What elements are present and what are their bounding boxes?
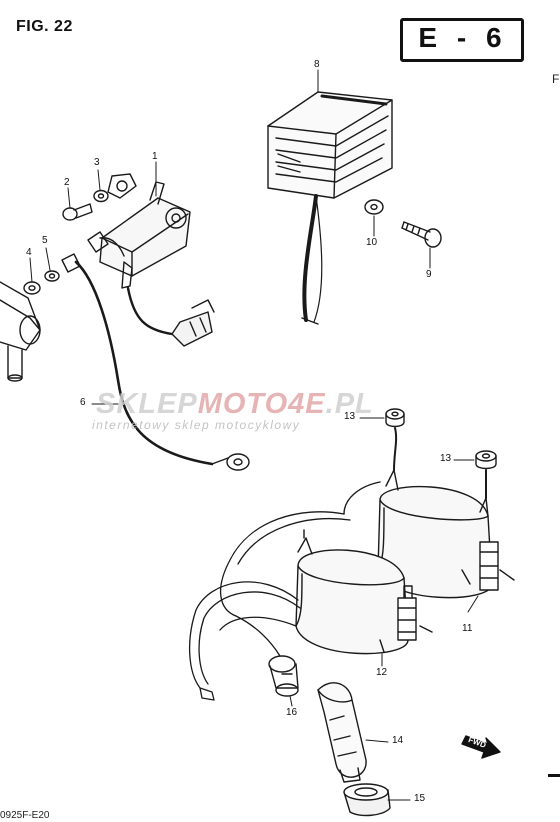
washer-5: [44, 270, 60, 282]
partial-component-left: [0, 281, 41, 382]
high-tension-leads: [188, 511, 351, 701]
figure-label: FIG. 22: [16, 18, 73, 35]
callout-4: 4: [26, 247, 32, 258]
callout-9: 9: [426, 269, 432, 280]
washer-10: [364, 199, 384, 215]
plug-cap-16: [268, 655, 299, 697]
callout-6: 6: [80, 397, 86, 408]
watermark-part-1: SKLEP: [96, 388, 198, 420]
edge-mark: [548, 774, 560, 777]
plug-cap-14: [317, 682, 367, 783]
boot-15: [343, 783, 391, 817]
callout-8: 8: [314, 59, 320, 70]
watermark-tagline: internetowy sklep motocyklowy: [92, 418, 301, 432]
watermark-part-3: 4E: [288, 388, 326, 420]
washer-3: [93, 189, 109, 203]
callout-16: 16: [286, 707, 298, 718]
callout-10: 10: [366, 237, 378, 248]
callout-15: 15: [414, 793, 426, 804]
lead-wire-6: [61, 253, 250, 471]
callout-13-upper: 13: [344, 411, 356, 422]
callout-14: 14: [392, 735, 404, 746]
section-code: E - 6: [418, 22, 508, 53]
fwd-arrow: [461, 735, 501, 759]
edge-letter: F: [552, 72, 560, 86]
section-code-box: [400, 18, 524, 62]
callout-3: 3: [94, 157, 100, 168]
footer-code: 0925F-E20: [0, 810, 50, 821]
callout-1: 1: [152, 151, 158, 162]
rubber-cap-13-upper: [385, 408, 405, 428]
regulator-rectifier: [267, 91, 393, 325]
rubber-cap-13-right: [475, 450, 497, 470]
bolt-9: [401, 221, 442, 248]
watermark-part-2: MOTO: [197, 388, 289, 420]
callout-5: 5: [42, 235, 48, 246]
callout-13-right: 13: [440, 453, 452, 464]
callout-2: 2: [64, 177, 70, 188]
watermark-brand: SKLEPMOTO4E.PL: [96, 388, 374, 421]
washer-4: [23, 281, 41, 295]
callout-12: 12: [376, 667, 388, 678]
ignition-coil-12: [295, 529, 433, 655]
callout-11: 11: [462, 623, 473, 634]
starter-relay: [87, 173, 215, 347]
leader-lines: [29, 69, 479, 801]
watermark-part-4: .PL: [325, 388, 374, 420]
screw-2: [62, 203, 93, 221]
